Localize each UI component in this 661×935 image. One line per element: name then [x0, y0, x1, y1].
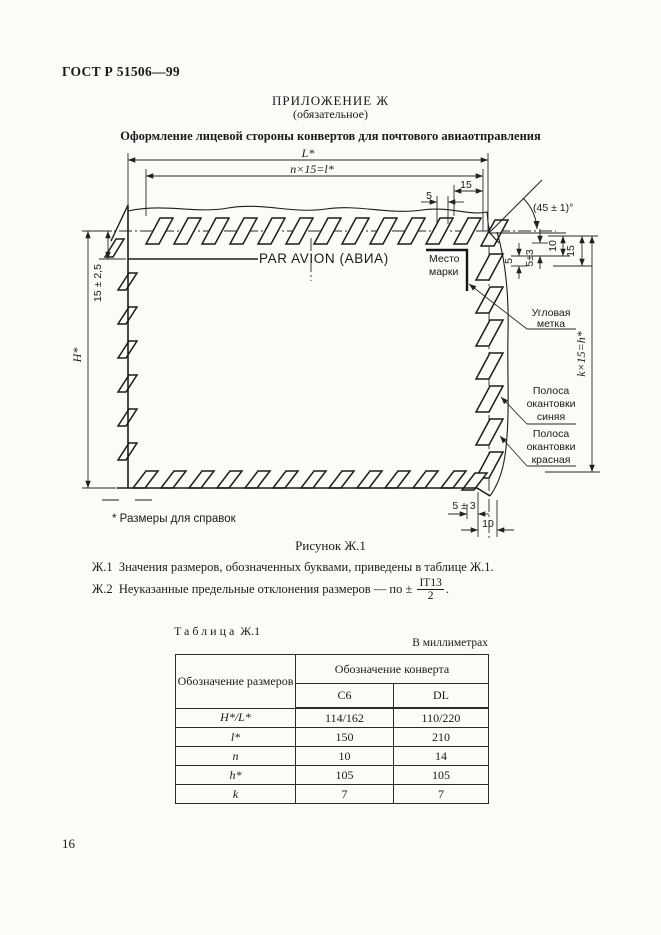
table-cell-param: H*/L*: [175, 707, 296, 728]
table-cell-dl: 105: [393, 765, 489, 785]
notes-block: Ж.1 Значения размеров, обозначенных букв…: [92, 558, 592, 603]
table-cell-dl: 110/220: [393, 707, 489, 728]
table-header-envelope-group: Обозначение конверта: [295, 654, 489, 684]
note-zh2: Ж.2 Неуказанные предельные отклонения ра…: [92, 577, 592, 603]
blue-band-label-line3: синяя: [537, 411, 565, 423]
note-zh2-text: Неуказанные предельные отклонения размер…: [118, 581, 413, 596]
table-cell-c6: 10: [295, 746, 394, 766]
envelope-outline: [102, 204, 509, 501]
note-zh2-suffix: .: [445, 581, 449, 596]
table-cell-dl: 210: [393, 727, 489, 747]
table-row: n 10 14: [175, 746, 489, 766]
table-row: k 7 7: [175, 784, 489, 804]
stamp-place-bracket: [426, 248, 469, 291]
table-units: В миллиметрах: [412, 637, 488, 649]
table-caption-word: Таблица: [174, 624, 238, 638]
note-zh1: Ж.1 Значения размеров, обозначенных букв…: [92, 558, 592, 577]
table-header-row-2: С6 DL: [176, 683, 489, 709]
blue-band-label-line1: Полоса: [533, 385, 569, 397]
table-cell-param: l*: [175, 727, 296, 747]
top-stripes: [144, 217, 510, 247]
table-row: l* 150 210: [175, 727, 489, 747]
dim-label-k15: k×15=h*: [574, 331, 588, 377]
table-cell-dl: 14: [393, 746, 489, 766]
table-cell-param: h*: [175, 765, 296, 785]
right-stripes: [474, 253, 505, 479]
figure-caption: Рисунок Ж.1: [295, 538, 366, 553]
dim-label-left15: 15 ± 2,5: [92, 264, 104, 302]
figure-footnote: * Размеры для справок: [112, 513, 237, 525]
standard-designation: ГОСТ Р 51506—99: [62, 64, 180, 79]
dim-label-n15: n×15=l*: [290, 162, 334, 176]
dim-label-top15: 15: [460, 179, 472, 191]
table-header-parameter: Обозначение размеров: [175, 654, 296, 709]
dimension-lines: [82, 153, 600, 537]
red-band-label-line3: красная: [532, 454, 571, 466]
table-cell-param: k: [175, 784, 296, 804]
page-number: 16: [62, 836, 75, 851]
table-caption: Таблица Ж.1: [174, 624, 260, 639]
note-zh1-text: Значения размеров, обозначенных буквами,…: [118, 560, 494, 574]
table-cell-c6: 150: [295, 727, 394, 747]
document-heading: Оформление лицевой стороны конвертов для…: [120, 129, 541, 143]
dim-label-bottom5pm3: 5 ± 3: [452, 500, 475, 512]
border-stripes: [103, 217, 510, 491]
angle-construction: [488, 179, 566, 234]
fraction-denominator: 2: [427, 590, 434, 603]
fraction-numerator: IT13: [417, 576, 444, 591]
table-header-dl: DL: [393, 683, 489, 709]
table-zh1: Обозначение размеров Обозначение конверт…: [175, 654, 489, 804]
table-cell-c6: 114/162: [295, 707, 394, 728]
appendix-title: ПРИЛОЖЕНИЕ Ж: [271, 93, 390, 108]
table-row: h* 105 105: [175, 765, 489, 785]
dim-label-top5: 5: [426, 190, 432, 202]
left-stripes: [103, 238, 139, 461]
stamp-place-label-line1: Место: [429, 253, 460, 265]
corner-mark-label-line2: метка: [537, 318, 565, 330]
appendix-type: (обязательное): [293, 107, 368, 121]
corner-mark-label-line1: Угловая: [532, 307, 571, 319]
table-caption-ref: Ж.1: [240, 624, 261, 638]
dim-label-right10: 10: [547, 240, 559, 252]
dim-label-right15: 15: [565, 245, 577, 257]
bottom-stripes: [131, 470, 489, 491]
figure-zh1-drawing: L* n×15=l* 15 5 (45 ± 1)° 10 15 5±3 5 k×…: [70, 146, 600, 540]
dim-label-H: H*: [70, 348, 84, 364]
table-cell-c6: 105: [295, 765, 394, 785]
note-zh2-number: Ж.2: [92, 581, 113, 596]
dim-label-right5: 5: [503, 258, 515, 264]
stamp-place-label-line2: марки: [429, 266, 458, 278]
dim-label-L: L*: [301, 146, 315, 160]
dim-label-right5pm3: 5±3: [524, 249, 536, 267]
dim-label-bottom10: 10: [482, 518, 494, 530]
red-band-label-line2: окантовки: [527, 441, 576, 453]
table-row: H*/L* 114/162 110/220: [175, 707, 489, 728]
dim-label-angle: (45 ± 1)°: [533, 202, 573, 214]
table-cell-c6: 7: [295, 784, 394, 804]
table-header-c6: С6: [295, 683, 394, 709]
blue-band-label-line2: окантовки: [527, 398, 576, 410]
table-header-row-1: Обозначение размеров Обозначение конверт…: [175, 654, 489, 709]
red-band-label-line1: Полоса: [533, 428, 569, 440]
table-cell-param: n: [175, 746, 296, 766]
par-avion-label: PAR AVION (АВИА): [259, 251, 389, 266]
note-zh1-number: Ж.1: [92, 560, 113, 574]
table-cell-dl: 7: [393, 784, 489, 804]
